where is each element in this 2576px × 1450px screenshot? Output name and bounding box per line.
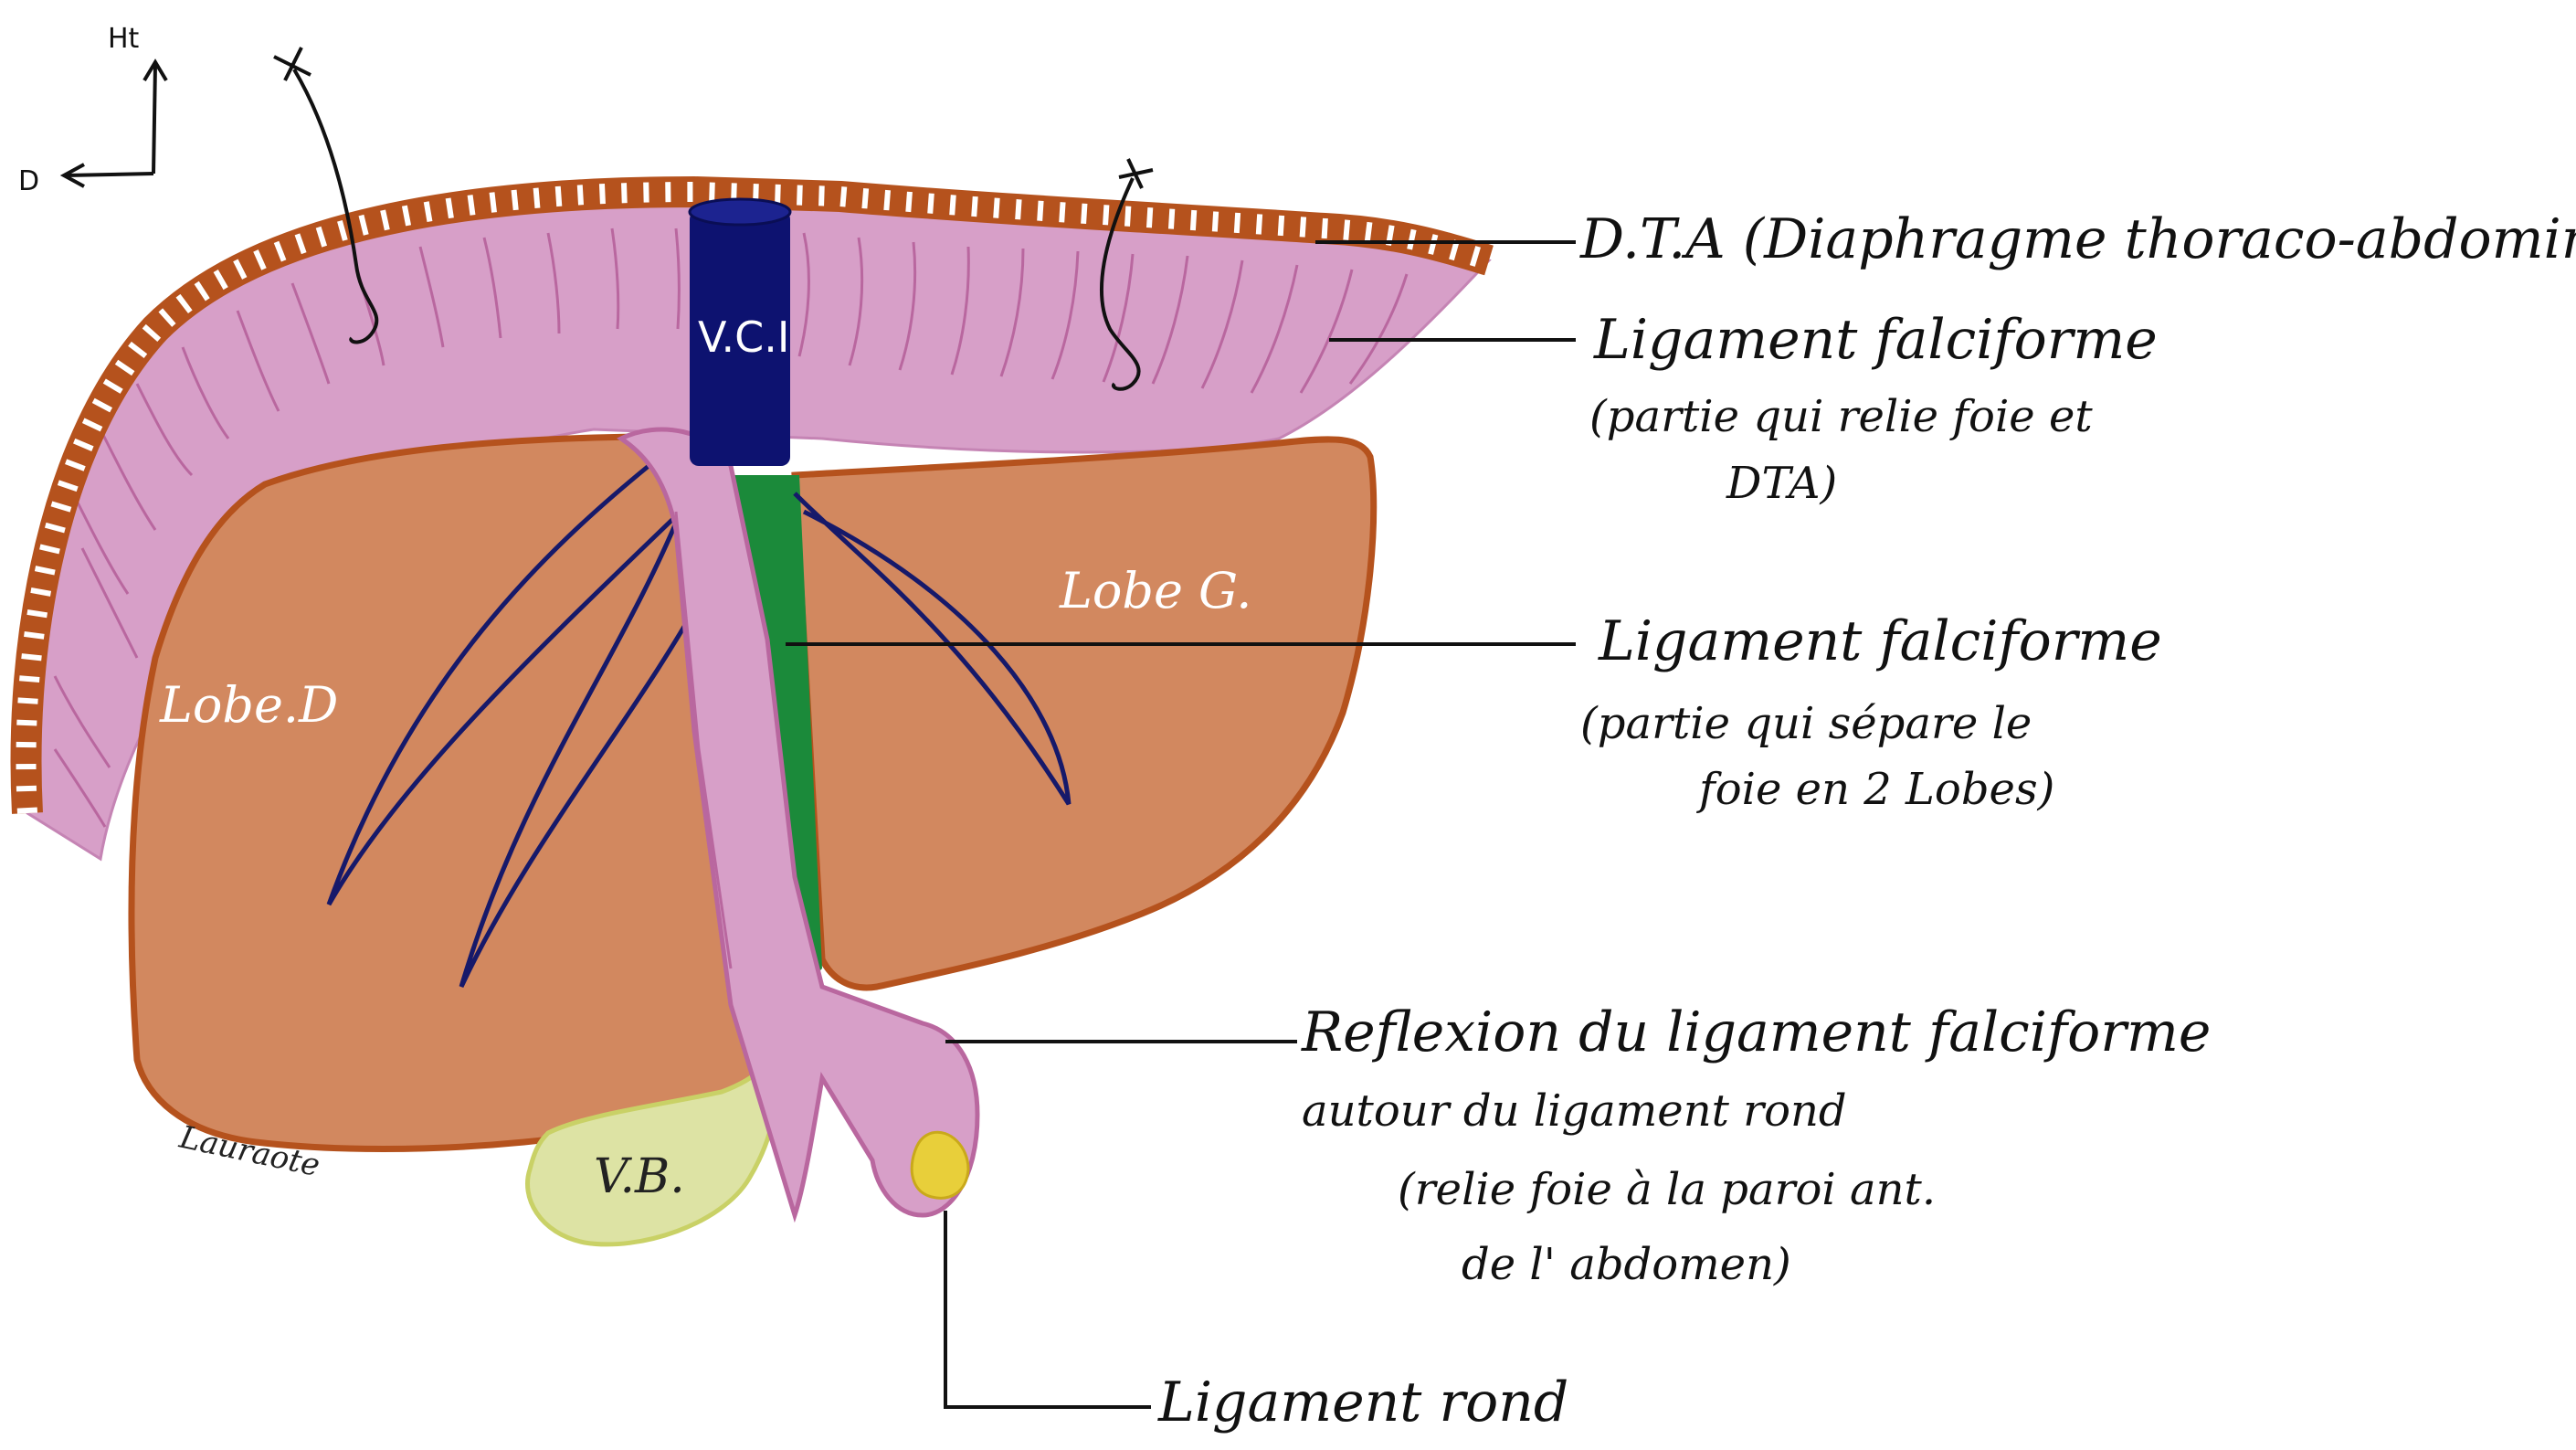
right-lobe-label: Lobe.D — [159, 676, 338, 734]
annotation-reflexion-line3: (relie foie à la paroi ant. — [1398, 1164, 1936, 1215]
liver-left-lobe — [795, 439, 1374, 988]
annotation-falciforme-upper-line3: DTA) — [1726, 458, 1837, 509]
orientation-indicator: Ht D — [18, 23, 166, 197]
leader-ligament-rond — [945, 1211, 1151, 1407]
annotation-falciforme-upper-line1: Ligament falciforme — [1593, 308, 2158, 372]
gallbladder-label: V.B. — [594, 1149, 685, 1204]
annotation-reflexion-line2: autour du ligament rond — [1302, 1085, 1847, 1137]
orientation-arrow-left — [66, 174, 153, 175]
annotation-falciforme-upper: Ligament falciforme (partie qui relie fo… — [1589, 308, 2158, 509]
annotation-ligament-rond: Ligament rond — [1157, 1371, 1568, 1434]
orientation-up-label: Ht — [108, 23, 140, 55]
round-ligament — [912, 1132, 968, 1198]
annotation-reflexion-line1: Reflexion du ligament falciforme — [1301, 1000, 2211, 1064]
vena-cava-inferior: V.C.I — [690, 199, 790, 466]
annotation-ligament-rond-line1: Ligament rond — [1157, 1371, 1568, 1434]
annotation-reflexion-line4: de l' abdomen) — [1462, 1239, 1791, 1290]
annotation-falciforme-upper-line2: (partie qui relie foie et — [1589, 391, 2093, 442]
annotation-falciforme-middle-line1: Ligament falciforme — [1598, 609, 2162, 673]
annotation-falciforme-middle: Ligament falciforme (partie qui sépare l… — [1580, 609, 2162, 815]
annotation-falciforme-middle-line3: foie en 2 Lobes) — [1696, 764, 2054, 815]
orientation-side-label: D — [18, 165, 39, 197]
annotation-dta-line1: D.T.A (Diaphragme thoraco-abdominal) — [1579, 207, 2576, 271]
annotation-reflexion: Reflexion du ligament falciforme autour … — [1301, 1000, 2211, 1290]
annotation-falciforme-middle-line2: (partie qui sépare le — [1580, 698, 2032, 749]
annotation-dta: D.T.A (Diaphragme thoraco-abdominal) — [1579, 207, 2576, 271]
orientation-arrow-up — [153, 64, 155, 174]
left-lobe-label: Lobe G. — [1059, 562, 1251, 619]
vci-label: V.C.I — [698, 312, 789, 362]
